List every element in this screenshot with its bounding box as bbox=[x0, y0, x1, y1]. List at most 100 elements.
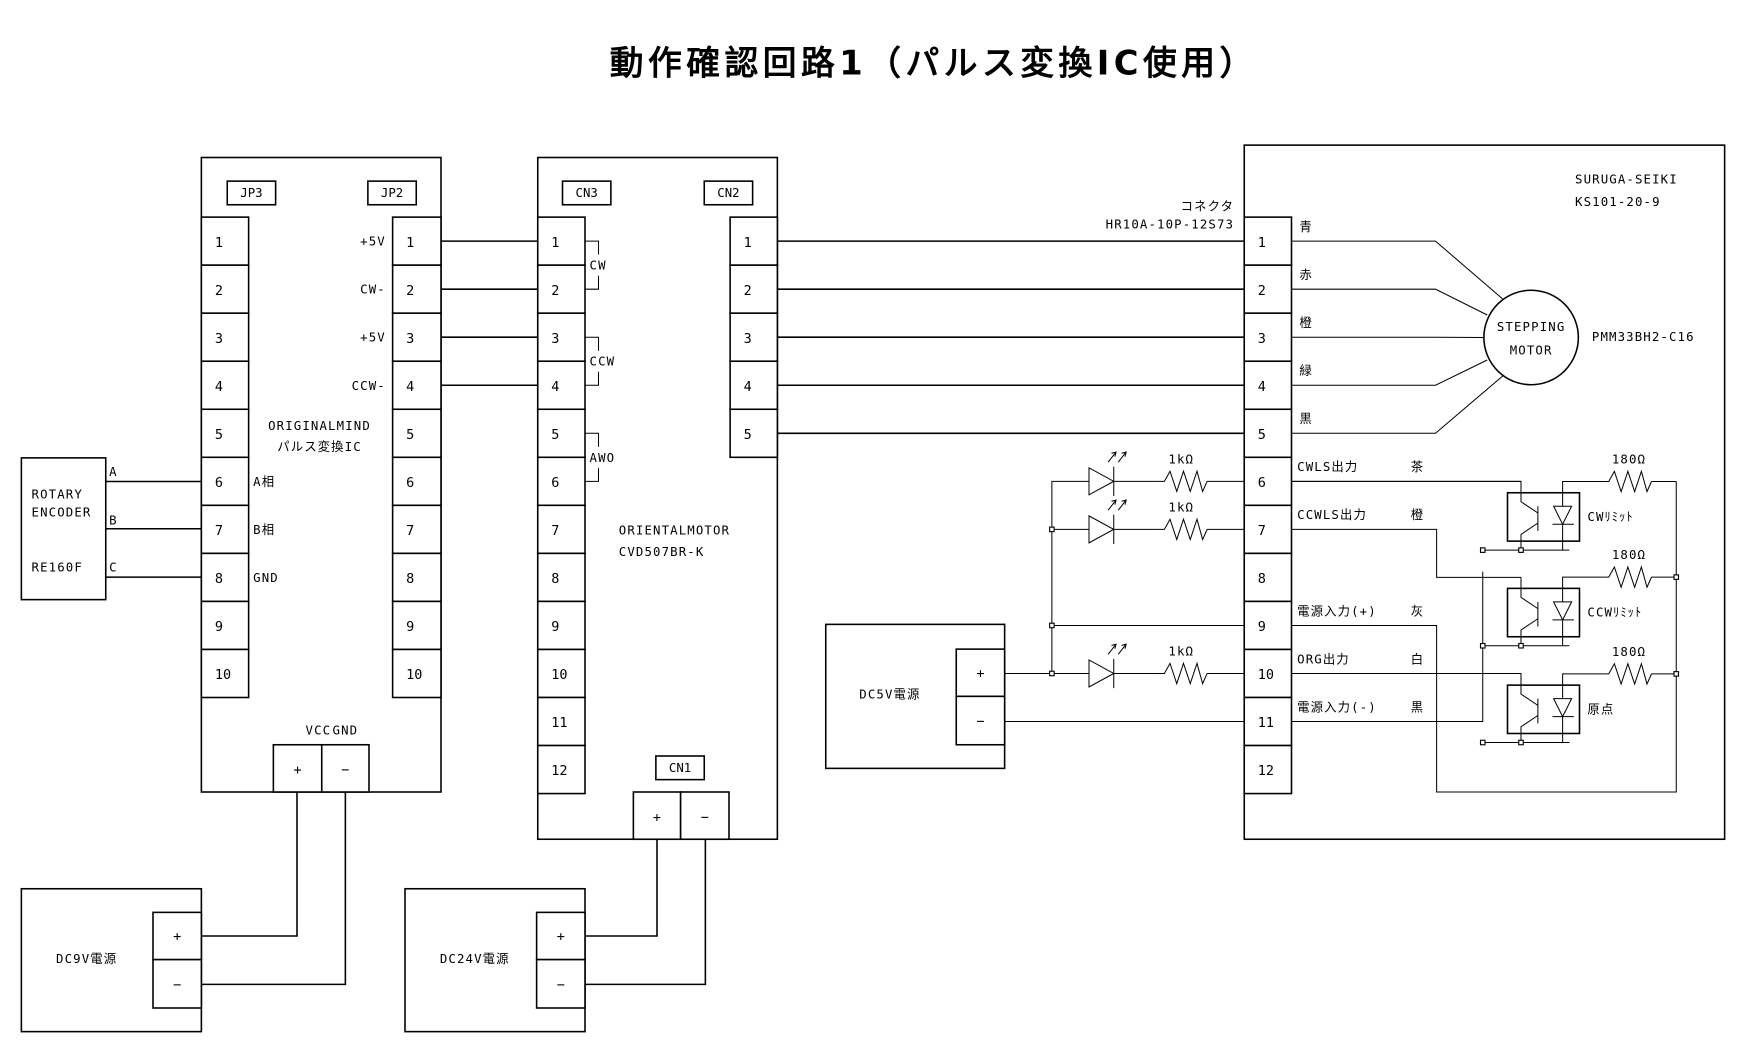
jp3-signal-label: GND bbox=[253, 571, 279, 585]
wires-cn2-to-stage bbox=[777, 240, 1245, 435]
encoder-name-1: ROTARY bbox=[32, 487, 83, 501]
stage-pin-box bbox=[1243, 696, 1293, 747]
light-arrow-icon bbox=[1107, 643, 1117, 655]
cn3-pin-number: 7 bbox=[551, 523, 559, 539]
dc5v-minus: − bbox=[976, 714, 984, 730]
resistor-value: 1kΩ bbox=[1168, 644, 1194, 658]
stage-pin-box bbox=[1243, 552, 1293, 603]
jp3-pin-number: 5 bbox=[215, 427, 223, 443]
jp2-pin-number: 4 bbox=[406, 379, 414, 395]
cn2-pin-box bbox=[729, 408, 779, 459]
pulse-ic-vcc-terminal bbox=[272, 743, 323, 793]
wire-color-label: 橙 bbox=[1411, 507, 1424, 522]
stage-pin-box bbox=[1243, 504, 1293, 555]
jp3-pin-box bbox=[200, 504, 250, 555]
jp3-pin-box bbox=[200, 264, 250, 314]
jp3-pin-number: 6 bbox=[215, 475, 223, 491]
stage-pin-number: 5 bbox=[1258, 427, 1266, 443]
junction-dot bbox=[1673, 671, 1680, 677]
jp3-pin-number: 8 bbox=[215, 571, 223, 587]
jp2-pin-box bbox=[391, 504, 442, 555]
wire-color-label: 茶 bbox=[1411, 459, 1424, 474]
motor-wire bbox=[1291, 288, 1488, 316]
cn3-pin-box bbox=[536, 216, 586, 266]
junction-dot bbox=[1049, 670, 1055, 677]
jp3-signal-label: B相 bbox=[253, 523, 275, 537]
dc24v-supply: + − DC24V電源 bbox=[404, 839, 707, 1033]
encoder-out-b: B bbox=[109, 513, 118, 527]
arrow-head bbox=[1121, 451, 1127, 457]
motor-label-2: MOTOR bbox=[1510, 343, 1553, 357]
jp2-pin-box bbox=[391, 456, 442, 507]
pair-bracket-top bbox=[585, 240, 600, 255]
cn2-pin-number: 1 bbox=[744, 235, 752, 251]
sensor-label: 原点 bbox=[1587, 702, 1614, 716]
resistor-1k bbox=[1159, 517, 1208, 542]
diode-anode-wire bbox=[1562, 576, 1605, 602]
cn3-pin-number: 1 bbox=[551, 235, 559, 251]
cn3-pin-number: 2 bbox=[551, 283, 559, 299]
cn3-pin-box bbox=[536, 744, 586, 795]
stage-pin-number: 10 bbox=[1258, 667, 1274, 683]
motor-label-1: STEPPING bbox=[1497, 320, 1566, 334]
junction-dot bbox=[1049, 526, 1055, 533]
stage-pin-number: 8 bbox=[1258, 571, 1266, 587]
photo-interrupter bbox=[1506, 684, 1581, 735]
junction-dot bbox=[1049, 622, 1055, 629]
stage-signal-label: 電源入力(-) bbox=[1297, 700, 1377, 714]
jp3-pin-number: 2 bbox=[215, 283, 223, 299]
cn2-pin-number: 2 bbox=[744, 283, 752, 299]
emitter-wire bbox=[1520, 715, 1539, 743]
cn3-pin-number: 11 bbox=[551, 715, 567, 731]
connector-model: HR10A-10P-12S73 bbox=[1106, 217, 1235, 231]
stage-pin-box bbox=[1243, 264, 1293, 314]
cn2-pin-box bbox=[729, 312, 779, 363]
arrow-head bbox=[1121, 499, 1127, 505]
jp2-pin-box bbox=[391, 600, 442, 651]
jp2-pin-box bbox=[391, 648, 442, 699]
dc9v-plus-terminal bbox=[152, 911, 203, 961]
resistor-value: 1kΩ bbox=[1168, 500, 1194, 514]
dc9v-minus: − bbox=[173, 977, 181, 993]
encoder-body bbox=[20, 457, 107, 601]
wire-color-label: 青 bbox=[1299, 220, 1312, 234]
cn3-pin-number: 6 bbox=[551, 475, 559, 491]
wire-9v-minus bbox=[201, 792, 347, 986]
pulse-ic-name: パルス変換IC bbox=[277, 439, 362, 454]
cn3-pin-box bbox=[536, 264, 586, 314]
stage-pin-box bbox=[1243, 456, 1293, 507]
sensor-ground-bus bbox=[1291, 571, 1484, 723]
arrow-head bbox=[1111, 451, 1117, 457]
stage-pin-box bbox=[1243, 744, 1293, 795]
jp2-signal-label: CCW- bbox=[352, 379, 386, 393]
arrow-head bbox=[1111, 499, 1117, 505]
stage-pin-box bbox=[1243, 360, 1293, 411]
collector-wire bbox=[1520, 577, 1539, 610]
pair-label: AWO bbox=[590, 451, 616, 465]
dc5v-plus: + bbox=[976, 665, 984, 681]
jp3-label: JP3 bbox=[240, 186, 262, 200]
dc5v-supply: + − DC5V電源 bbox=[824, 623, 1006, 770]
stage-maker: SURUGA-SEIKI bbox=[1575, 172, 1678, 186]
stage-pin-number: 2 bbox=[1258, 283, 1266, 299]
light-arrow-icon bbox=[1117, 499, 1127, 511]
sensor-label: CCWﾘﾐｯﾄ bbox=[1587, 606, 1642, 620]
resistor-value: 180Ω bbox=[1612, 453, 1646, 467]
encoder-out-a: A bbox=[109, 465, 118, 479]
wire-ccwls bbox=[1291, 528, 1521, 578]
jp3-pin-box bbox=[200, 312, 250, 363]
encoder-model: RE160F bbox=[32, 561, 83, 575]
jp2-signal-label: CW- bbox=[360, 283, 386, 297]
jp3-pin-number: 10 bbox=[215, 667, 231, 683]
jp2-pin-number: 10 bbox=[406, 667, 422, 683]
junction-dot bbox=[1479, 642, 1486, 649]
junction-dot bbox=[1479, 547, 1486, 553]
cn3-pin-box bbox=[536, 456, 586, 507]
emitter-wire bbox=[1520, 522, 1539, 551]
led-bus bbox=[1051, 480, 1089, 674]
vcc-label: VCC bbox=[306, 724, 332, 738]
encoder-out-c: C bbox=[109, 561, 118, 575]
